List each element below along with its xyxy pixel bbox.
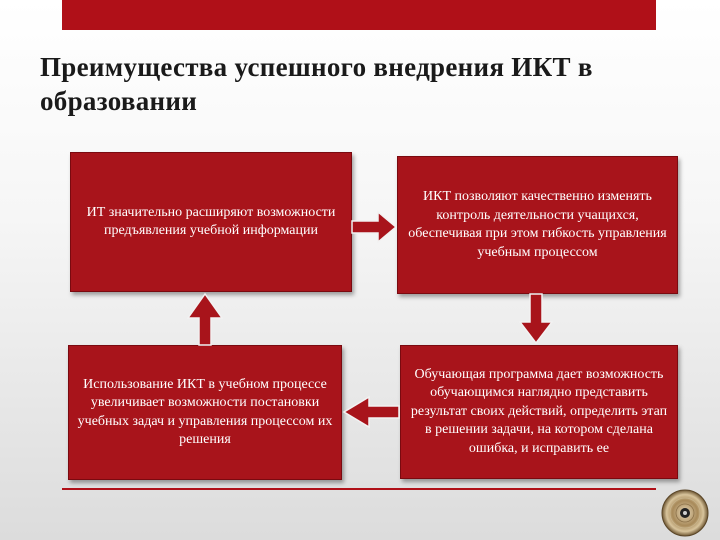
arrow-right [351, 210, 398, 244]
box-top-right: ИКТ позволяют качественно изменять контр… [397, 156, 678, 294]
arrow-up [186, 292, 224, 346]
arrow-left [342, 395, 400, 429]
box-bottom-right: Обучающая программа дает возможность обу… [400, 345, 678, 479]
box-top-right-text: ИКТ позволяют качественно изменять контр… [408, 189, 667, 260]
box-bottom-left-text: Использование ИКТ в учебном процессе уве… [77, 376, 333, 448]
bottom-rule [62, 488, 656, 490]
page-title: Преимущества успешного внедрения ИКТ в о… [40, 52, 593, 116]
top-accent-bar [62, 0, 656, 30]
box-bottom-left: Использование ИКТ в учебном процессе уве… [68, 345, 342, 480]
arrow-down [518, 293, 554, 345]
disc-icon [661, 489, 709, 537]
box-bottom-right-text: Обучающая программа дает возможность обу… [410, 366, 668, 456]
box-top-left-text: ИТ значительно расширяют возможности пре… [86, 204, 336, 239]
